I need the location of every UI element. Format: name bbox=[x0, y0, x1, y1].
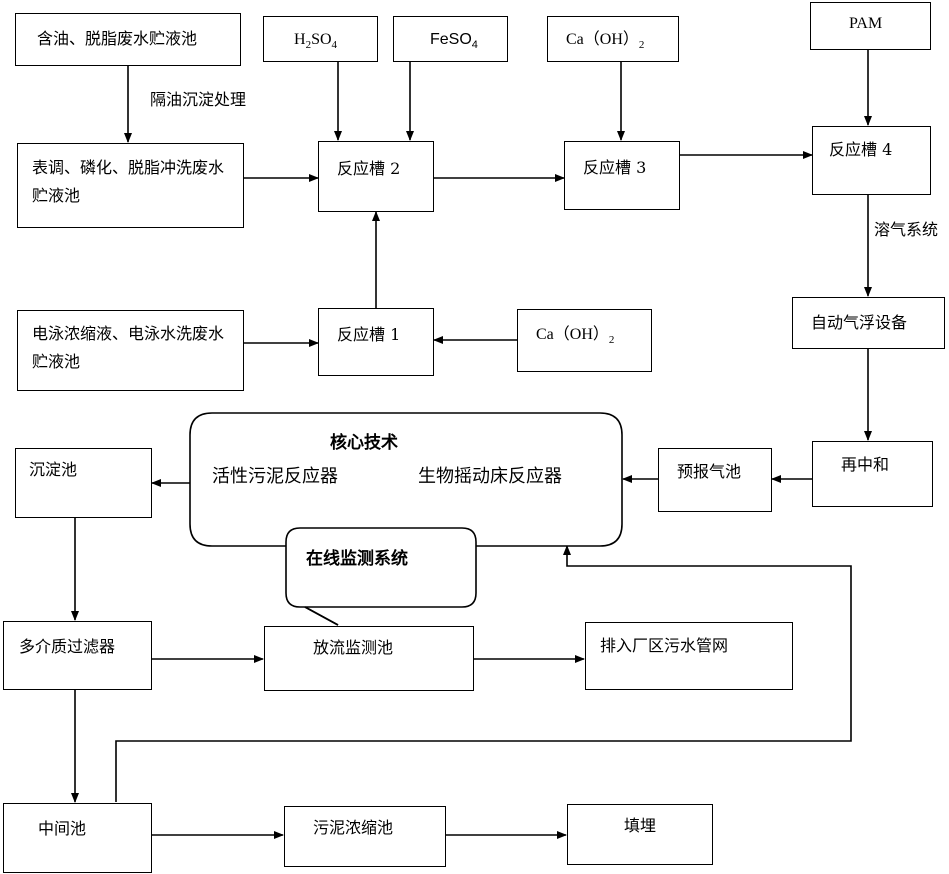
feso4-box: FeSO4 bbox=[393, 16, 508, 62]
sewer-box: 排入厂区污水管网 bbox=[585, 622, 793, 690]
discharge-monitor-box: 放流监测池 bbox=[264, 626, 474, 691]
reactor1-box: 反应槽 1 bbox=[318, 308, 434, 376]
online-monitor-label: 在线监测系统 bbox=[306, 549, 408, 569]
caoh-mid-label: Ca（OH）2 bbox=[536, 326, 615, 347]
middle-tank-box: 中间池 bbox=[3, 803, 152, 873]
settling-tank: 沉淀池 bbox=[15, 448, 152, 518]
core-tech-title: 核心技术 bbox=[330, 433, 398, 453]
middle-tank-label: 中间池 bbox=[38, 819, 87, 838]
oil-separation-label: 隔油沉淀处理 bbox=[150, 90, 247, 109]
reactor3-label: 反应槽 3 bbox=[583, 158, 647, 177]
auto-float-label: 自动气浮设备 bbox=[811, 313, 908, 332]
reactor1-label: 反应槽 1 bbox=[337, 325, 401, 344]
caoh-mid-box: Ca（OH）2 bbox=[517, 309, 652, 372]
reactor3-box: 反应槽 3 bbox=[564, 141, 680, 210]
re-neutralize-box: 再中和 bbox=[812, 441, 933, 507]
pam-label: PAM bbox=[849, 15, 883, 32]
sludge-thicken-label: 污泥浓缩池 bbox=[313, 818, 394, 837]
oil-tank-label: 含油、脱脂废水贮液池 bbox=[37, 29, 198, 48]
surface-tank-label: 表调、磷化、脱脂冲洗废水贮液池 bbox=[32, 158, 225, 205]
multi-filter-box: 多介质过滤器 bbox=[3, 621, 152, 690]
auto-float-box: 自动气浮设备 bbox=[792, 297, 945, 349]
dissolved-air-label: 溶气系统 bbox=[874, 220, 939, 239]
pam-box: PAM bbox=[810, 2, 931, 50]
bio-bed-label: 生物摇动床反应器 bbox=[418, 466, 562, 487]
pre-air-tank-label: 预报气池 bbox=[677, 462, 742, 481]
feso4-label: FeSO4 bbox=[430, 31, 478, 52]
caoh-top-box: Ca（OH）2 bbox=[547, 16, 679, 62]
oil-tank: 含油、脱脂废水贮液池 bbox=[15, 13, 241, 66]
surface-tank: 表调、磷化、脱脂冲洗废水贮液池 bbox=[17, 143, 244, 228]
reactor2-label: 反应槽 2 bbox=[337, 159, 401, 178]
arrow-return-loop bbox=[115, 545, 852, 802]
ep-tank: 电泳浓缩液、电泳水洗废水贮液池 bbox=[17, 310, 244, 391]
multi-filter-label: 多介质过滤器 bbox=[19, 637, 116, 656]
landfill-box: 填埋 bbox=[567, 804, 713, 865]
online-monitor-box bbox=[285, 527, 477, 608]
landfill-label: 填埋 bbox=[624, 816, 657, 835]
core-tech-box bbox=[189, 412, 623, 547]
reactor4-label: 反应槽 4 bbox=[829, 140, 893, 159]
h2so4-label: H2SO4 bbox=[294, 31, 338, 52]
re-neutralize-label: 再中和 bbox=[841, 455, 890, 474]
caoh-top-label: Ca（OH）2 bbox=[566, 31, 645, 52]
pre-air-tank-box: 预报气池 bbox=[658, 448, 772, 512]
reactor2-box: 反应槽 2 bbox=[318, 141, 434, 212]
settling-tank-label: 沉淀池 bbox=[29, 460, 78, 479]
reactor4-box: 反应槽 4 bbox=[812, 126, 931, 195]
activated-sludge-label: 活性污泥反应器 bbox=[212, 466, 338, 487]
sludge-thicken-box: 污泥浓缩池 bbox=[284, 806, 446, 867]
h2so4-box: H2SO4 bbox=[263, 16, 378, 62]
sewer-label: 排入厂区污水管网 bbox=[600, 636, 729, 655]
discharge-monitor-label: 放流监测池 bbox=[313, 638, 394, 657]
ep-tank-label: 电泳浓缩液、电泳水洗废水贮液池 bbox=[32, 324, 225, 371]
